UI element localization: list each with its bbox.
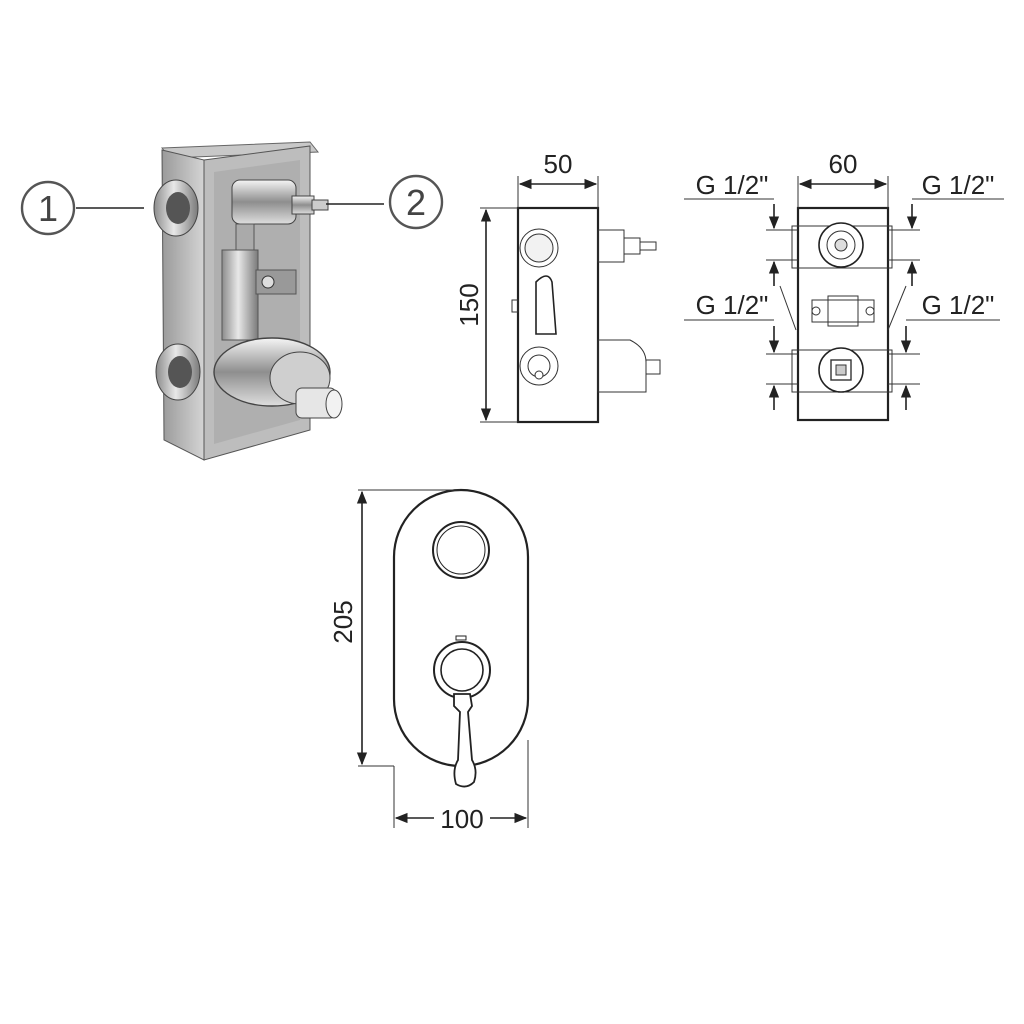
callout-2: 2 [326,174,444,230]
thread-top-right-label: G 1/2" [922,170,995,200]
side-height-label: 150 [454,283,484,326]
thread-mid-left-label: G 1/2" [696,290,769,320]
plate-height-label: 205 [328,600,358,643]
valve-body-photo [153,141,343,461]
callout-1-label: 1 [38,188,58,229]
side-width-label: 50 [544,149,573,179]
callout-2-label: 2 [406,182,426,223]
side-view: 50 150 [454,149,661,424]
callout-1-circle [20,180,76,236]
rear-width-label: 60 [829,149,858,179]
callout-1: 1 [20,180,144,236]
lever-handle [453,693,477,788]
plate-width-label: 100 [440,804,483,834]
thread-top-left-label: G 1/2" [696,170,769,200]
rear-view: 60 G 1/2" G 1/2" G 1/2" G 1/2" [684,149,1004,422]
thread-mid-right-label: G 1/2" [922,290,995,320]
front-plate-view: 205 100 [328,488,530,834]
callout-2-circle [388,174,444,230]
